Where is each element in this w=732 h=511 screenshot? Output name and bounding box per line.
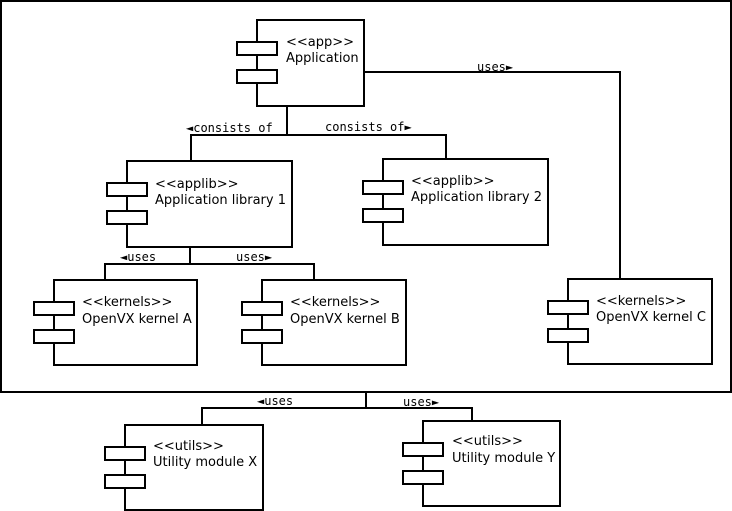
component-name: Utility module X bbox=[153, 455, 257, 470]
component-name: OpenVX kernel B bbox=[290, 312, 400, 327]
component-tab-top bbox=[362, 180, 404, 195]
component-openvx-kernel-a: <<kernels>> OpenVX kernel A bbox=[33, 279, 198, 366]
lib1-uses-right-label: uses► bbox=[236, 250, 273, 264]
component-stereotype: <<kernels>> bbox=[82, 295, 172, 310]
component-tab-bottom bbox=[241, 329, 283, 344]
component-openvx-kernel-c: <<kernels>> OpenVX kernel C bbox=[547, 278, 713, 365]
connectors bbox=[104, 71, 621, 424]
component-tab-top bbox=[402, 442, 444, 457]
component-tab-bottom bbox=[362, 208, 404, 223]
component-stereotype: <<kernels>> bbox=[290, 295, 380, 310]
component-openvx-kernel-b: <<kernels>> OpenVX kernel B bbox=[241, 279, 407, 366]
component-stereotype: <<kernels>> bbox=[596, 294, 686, 309]
component-name: Application library 2 bbox=[411, 190, 542, 205]
component-name: OpenVX kernel A bbox=[82, 312, 192, 327]
component-tab-top bbox=[106, 182, 148, 197]
component-tab-top bbox=[104, 446, 146, 461]
component-stereotype: <<utils>> bbox=[153, 439, 224, 454]
component-application-library-2: <<applib>> Application library 2 bbox=[362, 158, 549, 246]
component-name: Application bbox=[286, 51, 359, 66]
utils-uses-right-label: uses► bbox=[403, 395, 440, 409]
component-box bbox=[567, 278, 713, 365]
component-stereotype: <<app>> bbox=[286, 35, 354, 50]
component-stereotype: <<applib>> bbox=[155, 177, 239, 192]
app-consists-wire bbox=[190, 134, 447, 160]
component-application-library-1: <<applib>> Application library 1 bbox=[106, 160, 293, 248]
component-tab-bottom bbox=[104, 474, 146, 489]
component-box bbox=[422, 420, 561, 507]
component-name: Application library 1 bbox=[155, 193, 286, 208]
component-name: OpenVX kernel C bbox=[596, 310, 706, 325]
component-tab-bottom bbox=[236, 69, 278, 84]
lib1-uses-wire bbox=[104, 263, 315, 279]
consists-of-left-label: ◄consists of bbox=[186, 121, 273, 135]
app-uses-kernel-c-wire bbox=[364, 71, 621, 279]
component-box bbox=[261, 279, 407, 366]
component-application: <<app>> Application bbox=[236, 19, 365, 107]
component-tab-bottom bbox=[33, 329, 75, 344]
consists-of-right-label: consists of► bbox=[325, 120, 412, 134]
component-tab-bottom bbox=[106, 210, 148, 225]
component-box bbox=[256, 19, 365, 107]
component-tab-top bbox=[33, 301, 75, 316]
app-uses-label: uses► bbox=[477, 60, 514, 74]
component-box bbox=[126, 160, 293, 248]
utils-uses-left-label: ◄uses bbox=[257, 394, 293, 408]
component-box bbox=[382, 158, 549, 246]
component-tab-bottom bbox=[402, 470, 444, 485]
component-stereotype: <<applib>> bbox=[411, 174, 495, 189]
component-utility-module-x: <<utils>> Utility module X bbox=[104, 424, 264, 511]
system-uses-utils-wire bbox=[201, 407, 473, 424]
component-tab-top bbox=[236, 41, 278, 56]
component-box bbox=[53, 279, 198, 366]
component-name: Utility module Y bbox=[452, 451, 555, 466]
lib1-uses-left-label: ◄uses bbox=[120, 250, 156, 264]
component-tab-top bbox=[547, 300, 589, 315]
component-tab-top bbox=[241, 301, 283, 316]
component-stereotype: <<utils>> bbox=[452, 434, 523, 449]
component-box bbox=[124, 424, 264, 511]
component-tab-bottom bbox=[547, 328, 589, 343]
component-utility-module-y: <<utils>> Utility module Y bbox=[402, 420, 561, 507]
